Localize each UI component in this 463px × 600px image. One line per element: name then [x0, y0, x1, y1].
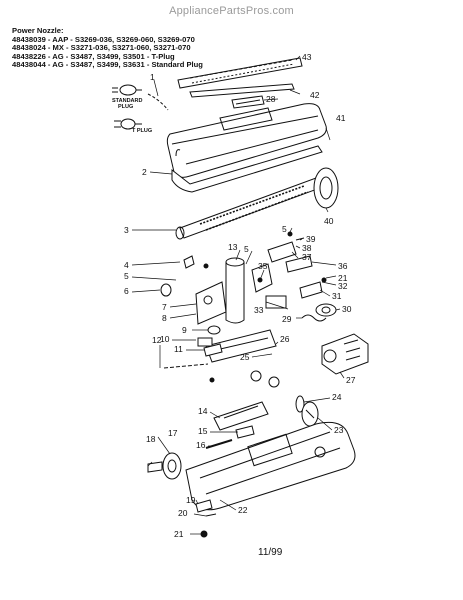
- callout-5: 5: [282, 224, 287, 234]
- part-8-housing: [195, 281, 227, 325]
- part-27-motor: [321, 333, 369, 375]
- model-line: 48438024 - MX - S3271-036, S3271-060, S3…: [12, 43, 191, 53]
- callout-4: 4: [124, 260, 129, 270]
- part-10-block: [197, 337, 213, 347]
- callout-9: 9: [182, 325, 187, 335]
- part-29-spring: [301, 314, 327, 322]
- part-22-basepan: [185, 421, 356, 511]
- part-17-wheel: [162, 452, 182, 480]
- screws: [203, 231, 327, 383]
- callout-35: 35: [258, 261, 268, 271]
- callout-3: 3: [124, 225, 129, 235]
- part-37-latch: [285, 255, 313, 273]
- callout-19: 19: [186, 495, 196, 505]
- callout-10: 10: [160, 334, 170, 344]
- model-line: 48438226 - AG - S3487, S3499, S3501 - T-…: [12, 51, 175, 61]
- callout-30: 30: [342, 304, 352, 314]
- callout-18: 18: [146, 434, 156, 444]
- part-40-endcap: [313, 167, 339, 209]
- plug-labels: STANDARD PLUG T PLUG: [112, 98, 152, 134]
- part-19-clip: [195, 499, 213, 513]
- part-38-lever: [267, 241, 297, 263]
- callout-31: 31: [332, 291, 342, 301]
- part-15-part: [235, 425, 255, 439]
- callout-41: 41: [336, 113, 346, 123]
- model-list-title: Power Nozzle:: [12, 26, 64, 35]
- watermark: AppliancePartsPros.com: [169, 5, 294, 17]
- callout-26: 26: [280, 334, 290, 344]
- part-23-disc: [301, 401, 319, 427]
- part-9-gear: [207, 325, 221, 335]
- callout-13: 13: [228, 242, 238, 252]
- part-12-cord: [163, 363, 209, 369]
- standard-plug-label-2: PLUG: [118, 104, 133, 110]
- callout-28: 28: [266, 94, 276, 104]
- part-6-bushing: [160, 283, 172, 297]
- part-14-frame: [213, 401, 269, 431]
- t-plug-label: T PLUG: [132, 128, 152, 134]
- callout-38: 38: [302, 243, 312, 253]
- callout-6: 6: [124, 286, 129, 296]
- callout-1: 1: [150, 72, 155, 82]
- part-39-screw: [295, 237, 305, 241]
- part-30-cap: [315, 303, 337, 317]
- callout-23: 23: [334, 425, 344, 435]
- part-13-neck: [225, 257, 245, 324]
- callout-16: 16: [196, 440, 206, 450]
- callout-25: 25: [240, 352, 250, 362]
- callout-17: 17: [168, 428, 178, 438]
- t-plug: [114, 118, 142, 130]
- callout-42: 42: [310, 90, 320, 100]
- callout-21: 21: [174, 529, 184, 539]
- standard-plug-label: STANDARD: [112, 98, 142, 104]
- callout-36: 36: [338, 261, 348, 271]
- callout-15: 15: [198, 426, 208, 436]
- part-4-bearing: [183, 255, 195, 269]
- part-25-spacers: [250, 370, 280, 388]
- callout-40: 40: [324, 216, 334, 226]
- callout-5: 5: [124, 271, 129, 281]
- standard-plug: [112, 84, 142, 96]
- part-31-clip: [299, 281, 323, 299]
- callout-2: 2: [142, 167, 147, 177]
- callout-22: 22: [238, 505, 248, 515]
- part-35-bracket: [251, 263, 273, 293]
- callout-27: 27: [346, 375, 356, 385]
- part-20-pin: [205, 513, 217, 517]
- part-28-switch: [231, 95, 265, 109]
- callout-8: 8: [162, 313, 167, 323]
- part-33-block: [265, 295, 287, 309]
- part-42-strip: [189, 83, 295, 98]
- callout-39: 39: [306, 234, 316, 244]
- part-43-grille: [177, 57, 303, 89]
- callout-11: 11: [174, 344, 183, 354]
- callout-labels: 1 2 3 4 5 5 5 6 7 8 9 10 11 12 13 14 15 …: [124, 52, 356, 539]
- callout-37: 37: [302, 252, 312, 262]
- callout-33: 33: [254, 305, 264, 315]
- model-line: 48438039 - AAP - S3269-036, S3269-060, S…: [12, 34, 195, 44]
- part-41-hood: [166, 103, 327, 178]
- part-16-rod: [205, 439, 233, 449]
- part-2-skirt: [171, 145, 323, 193]
- callout-7: 7: [162, 302, 167, 312]
- callout-32: 32: [338, 281, 348, 291]
- part-24-knob: [295, 395, 305, 413]
- page-footer-date: 11/99: [258, 547, 283, 558]
- callout-5: 5: [244, 244, 249, 254]
- callout-29: 29: [282, 314, 292, 324]
- leader-lines: [131, 55, 345, 535]
- callout-24: 24: [332, 392, 342, 402]
- model-list: Power Nozzle: 48438039 - AAP - S3269-036…: [12, 26, 203, 70]
- callout-43: 43: [302, 52, 312, 62]
- model-line: 48438044 - AG - S3487, S3499, S3631 - St…: [12, 60, 203, 70]
- callout-12: 12: [152, 335, 162, 345]
- part-26-plate: [205, 329, 277, 363]
- callout-20: 20: [178, 508, 188, 518]
- callout-14: 14: [198, 406, 208, 416]
- part-18-axle: [147, 461, 163, 473]
- callout-21: 21: [338, 273, 348, 283]
- part-11-bracket: [203, 343, 223, 357]
